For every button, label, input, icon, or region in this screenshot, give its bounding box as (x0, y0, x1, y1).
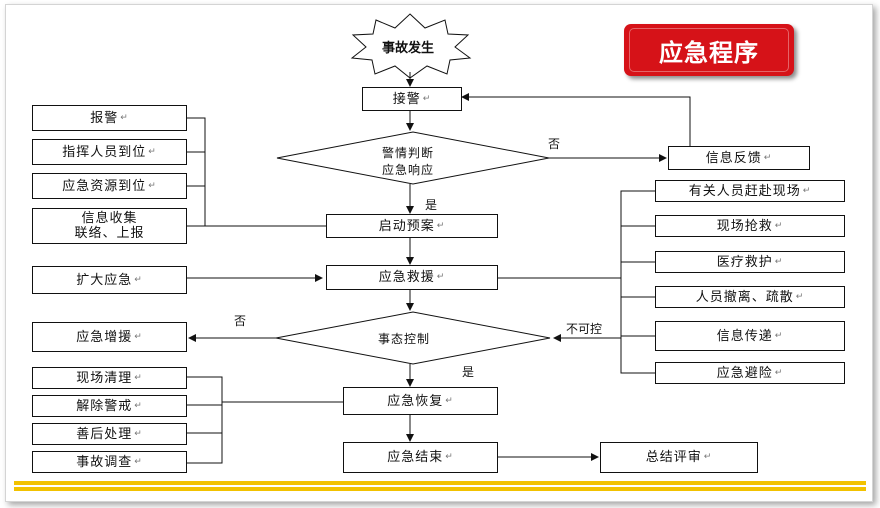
edge-label-yes-bottom: 是 (462, 365, 475, 379)
risk-avoidance-box: 应急避险↵ (655, 362, 845, 384)
bottom-accent-bar-2 (14, 487, 866, 491)
evacuation-box: 人员撤离、疏散↵ (655, 286, 845, 308)
paragraph-mark: ↵ (774, 367, 784, 378)
info-transmit-label: 信息传递 (716, 328, 773, 344)
rescue-label: 应急救援 (378, 270, 435, 285)
evacuation-label: 人员撤离、疏散 (695, 289, 794, 305)
feedback-label: 信息反馈 (705, 150, 762, 166)
paragraph-mark: ↵ (774, 330, 784, 341)
paragraph-mark: ↵ (774, 256, 784, 267)
activate-plan-box: 启动预案↵ (326, 214, 498, 238)
paragraph-mark: ↵ (763, 152, 773, 163)
info-collect-label-2: 联络、上报 (74, 226, 145, 241)
activate-plan-label: 启动预案 (378, 218, 435, 234)
lift-alert-box: 解除警戒↵ (32, 395, 187, 417)
reinforce-label: 应急增援 (76, 329, 133, 345)
aftermath-label: 善后处理 (76, 426, 133, 442)
paragraph-mark: ↵ (134, 331, 143, 342)
bottom-accent-bar-1 (14, 481, 866, 485)
reinforce-box: 应急增援↵ (32, 322, 187, 352)
receive-alarm-box: 接警↵ (362, 87, 462, 111)
paragraph-mark: ↵ (134, 274, 143, 285)
paragraph-mark: ↵ (774, 220, 784, 231)
personnel-rush-label: 有关人员赶赴现场 (688, 183, 801, 199)
info-collect-box: 信息收集 联络、上报 (32, 208, 187, 244)
paragraph-mark: ↵ (134, 372, 143, 383)
paragraph-mark: ↵ (445, 452, 454, 462)
onsite-rescue-label: 现场抢救 (716, 218, 773, 234)
paragraph-mark: ↵ (148, 180, 157, 191)
edge-label-no-left: 否 (234, 314, 247, 328)
feedback-box: 信息反馈↵ (668, 146, 810, 170)
resources-arrive-label: 应急资源到位 (62, 178, 147, 194)
title-badge: 应急程序 (624, 24, 794, 76)
paragraph-mark: ↵ (445, 395, 454, 406)
rescue-box: 应急救援↵ (326, 265, 498, 290)
end-box: 应急结束↵ (343, 442, 498, 473)
edge-label-no-top: 否 (548, 137, 561, 151)
expand-response-label: 扩大应急 (76, 272, 133, 288)
aftermath-box: 善后处理↵ (32, 423, 187, 445)
onsite-rescue-box: 现场抢救↵ (655, 215, 845, 237)
info-collect-label-1: 信息收集 (81, 211, 138, 226)
paragraph-mark: ↵ (795, 291, 805, 302)
site-cleanup-box: 现场清理↵ (32, 367, 187, 389)
paragraph-mark: ↵ (703, 452, 713, 462)
medical-aid-box: 医疗救护↵ (655, 251, 845, 273)
report-alarm-box: 报警↵ (32, 105, 187, 131)
end-label: 应急结束 (387, 450, 444, 465)
recovery-box: 应急恢复↵ (343, 387, 498, 415)
recovery-label: 应急恢复 (387, 393, 444, 409)
paragraph-mark: ↵ (134, 428, 143, 439)
paragraph-mark: ↵ (134, 456, 143, 467)
paragraph-mark: ↵ (134, 400, 143, 411)
summary-box: 总结评审↵ (600, 442, 758, 473)
paragraph-mark: ↵ (436, 272, 446, 282)
medical-aid-label: 医疗救护 (716, 254, 773, 270)
risk-avoidance-label: 应急避险 (716, 365, 773, 381)
paragraph-mark: ↵ (802, 185, 812, 196)
summary-label: 总结评审 (645, 450, 702, 465)
lift-alert-label: 解除警戒 (76, 398, 133, 414)
site-cleanup-label: 现场清理 (76, 370, 133, 386)
paragraph-mark: ↵ (436, 220, 446, 231)
edge-label-yes-top: 是 (425, 198, 438, 212)
judgement-label-2: 应急响应 (382, 163, 435, 177)
commanders-arrive-box: 指挥人员到位↵ (32, 139, 187, 165)
start-label: 事故发生 (382, 41, 435, 56)
control-diamond-shape (275, 311, 551, 365)
resources-arrive-box: 应急资源到位↵ (32, 173, 187, 199)
personnel-rush-box: 有关人员赶赴现场↵ (655, 180, 845, 202)
accident-investigation-label: 事故调查 (76, 454, 133, 470)
control-label: 事态控制 (378, 332, 431, 346)
edge-label-uncontrollable: 不可控 (566, 322, 603, 336)
report-alarm-label: 报警 (90, 110, 119, 126)
accident-investigation-box: 事故调查↵ (32, 451, 187, 473)
judgement-label-1: 警情判断 (382, 146, 435, 160)
commanders-arrive-label: 指挥人员到位 (62, 144, 147, 160)
receive-alarm-label: 接警 (392, 91, 421, 107)
info-transmit-box: 信息传递↵ (655, 321, 845, 351)
paragraph-mark: ↵ (148, 146, 157, 157)
paragraph-mark: ↵ (120, 112, 129, 123)
paragraph-mark: ↵ (422, 93, 432, 104)
expand-response-box: 扩大应急↵ (32, 266, 187, 294)
